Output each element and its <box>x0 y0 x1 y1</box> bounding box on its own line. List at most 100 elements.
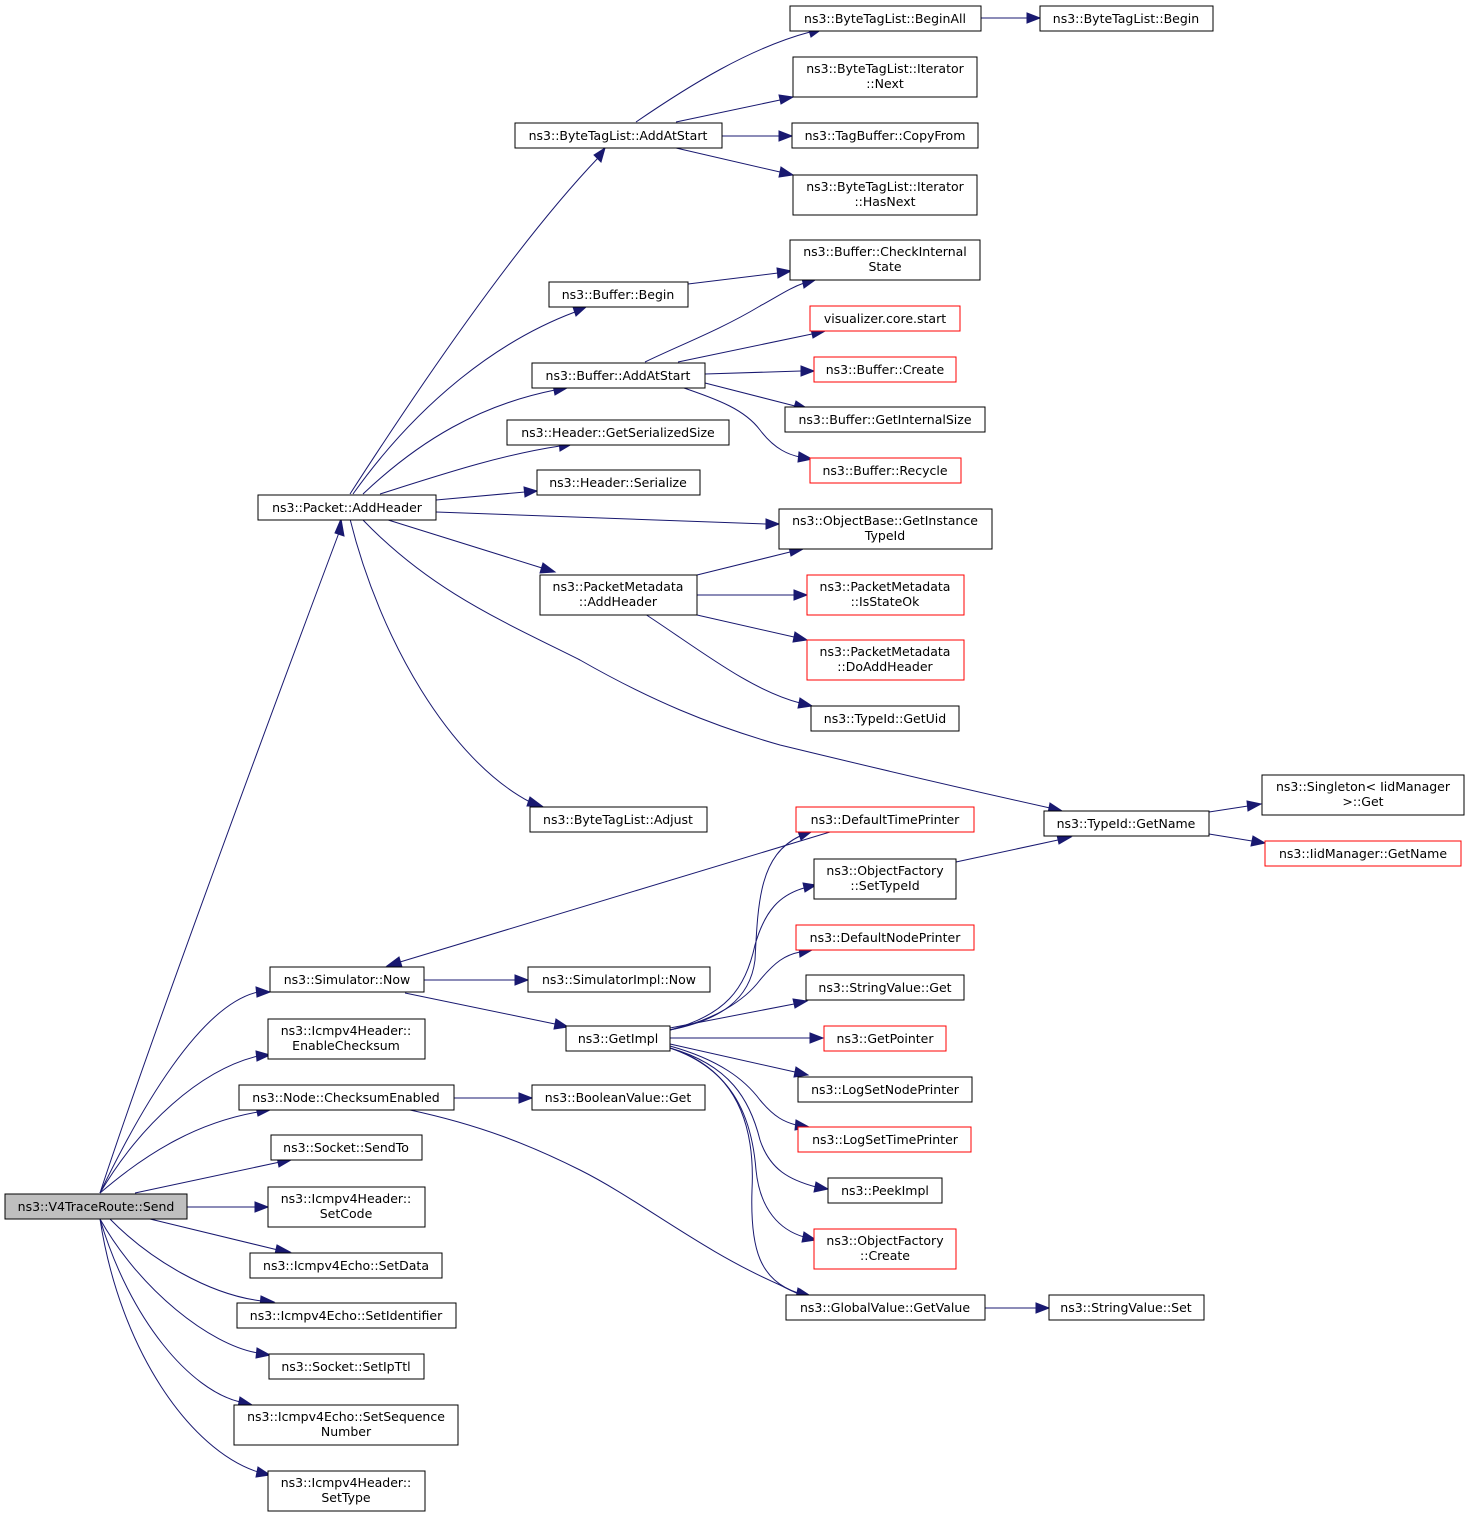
edge-btladdatstart-iternext <box>675 99 781 123</box>
node-label: ::Next <box>866 76 904 91</box>
node-header-serialize[interactable]: ns3::Header::Serialize <box>536 469 701 496</box>
node-buffer-checkinternalstate[interactable]: ns3::Buffer::CheckInternal State <box>789 239 981 281</box>
node-label: ns3::TypeId::GetName <box>1057 816 1196 831</box>
node-stringvalue-get[interactable]: ns3::StringValue::Get <box>805 974 965 1001</box>
node-bytetaglist-addatstart[interactable]: ns3::ByteTagList::AddAtStart <box>514 122 723 149</box>
node-label: ns3::ByteTagList::Adjust <box>543 812 693 827</box>
arrowhead-btladdatstart-copyfrom <box>778 130 794 142</box>
node-box <box>267 1018 426 1060</box>
node-socket-setipttl[interactable]: ns3::Socket::SetIpTtl <box>268 1353 425 1380</box>
node-objectbase-getinstancetypeid[interactable]: ns3::ObjectBase::GetInstance TypeId <box>778 508 993 550</box>
node-icmpv4header-setcode[interactable]: ns3::Icmpv4Header:: SetCode <box>267 1186 426 1228</box>
node-label: SetType <box>321 1490 371 1505</box>
node-icmpv4echo-setsequencenumber[interactable]: ns3::Icmpv4Echo::SetSequence Number <box>233 1404 459 1446</box>
arrowhead-getimpl-ofcreate <box>801 1231 818 1243</box>
node-buffer-getinternalsize[interactable]: ns3::Buffer::GetInternalSize <box>784 406 986 433</box>
node-logsetnodeprinter[interactable]: ns3::LogSetNodePrinter <box>797 1076 973 1103</box>
node-packetmetadata-addheader[interactable]: ns3::PacketMetadata ::AddHeader <box>539 574 698 616</box>
nodes-layer: ns3::V4TraceRoute::Send ns3::Packet::Add… <box>4 5 1465 1512</box>
node-node-checksumenabled[interactable]: ns3::Node::ChecksumEnabled <box>238 1084 455 1111</box>
node-box <box>795 924 975 951</box>
arrowhead-pmaddheader-getuid <box>797 697 814 709</box>
node-visualizer-core-start[interactable]: visualizer.core.start <box>809 305 961 332</box>
node-buffer-create[interactable]: ns3::Buffer::Create <box>813 356 957 383</box>
node-label: ns3::PeekImpl <box>841 1183 929 1198</box>
edge-send-setsequence <box>99 1218 241 1403</box>
node-box <box>806 639 965 681</box>
node-icmpv4header-settype[interactable]: ns3::Icmpv4Header:: SetType <box>267 1470 426 1512</box>
node-box <box>805 974 965 1001</box>
arrowhead-send-enablechecksum <box>255 1050 272 1062</box>
node-objectfactory-settypeid[interactable]: ns3::ObjectFactory ::SetTypeId <box>813 858 957 900</box>
node-box <box>813 1228 957 1270</box>
edge-send-settype <box>99 1218 259 1473</box>
node-box <box>792 174 978 216</box>
node-box <box>506 419 730 446</box>
node-label: ns3::StringValue::Get <box>818 980 951 995</box>
edge-send-enablechecksum <box>99 1055 259 1194</box>
node-singleton-iidmanager-get[interactable]: ns3::Singleton< IidManager >::Get <box>1261 774 1465 816</box>
node-label: ns3::Buffer::CheckInternal <box>803 244 967 259</box>
node-bytetaglist-begin[interactable]: ns3::ByteTagList::Begin <box>1039 5 1214 32</box>
node-logsettimeprinter[interactable]: ns3::LogSetTimePrinter <box>797 1126 972 1153</box>
node-box <box>514 122 723 149</box>
node-box <box>527 966 711 993</box>
node-globalvalue-getvalue[interactable]: ns3::GlobalValue::GetValue <box>785 1294 986 1321</box>
node-objectfactory-create[interactable]: ns3::ObjectFactory ::Create <box>813 1228 957 1270</box>
node-bytetaglist-iterator-next[interactable]: ns3::ByteTagList::Iterator ::Next <box>792 56 978 98</box>
node-packetmetadata-isstateok[interactable]: ns3::PacketMetadata ::IsStateOk <box>806 574 965 616</box>
edge-bufaddatstart-recycle <box>677 385 801 458</box>
arrowhead-getimpl-logsetnodeprinter <box>793 1066 810 1078</box>
node-header-getserializedsize[interactable]: ns3::Header::GetSerializedSize <box>506 419 730 446</box>
node-box <box>806 574 965 616</box>
node-getimpl[interactable]: ns3::GetImpl <box>565 1025 671 1052</box>
edge-getimpl-peekimpl <box>669 1047 817 1188</box>
node-simulatorimpl-now[interactable]: ns3::SimulatorImpl::Now <box>527 966 711 993</box>
node-simulator-now[interactable]: ns3::Simulator::Now <box>269 966 425 993</box>
node-packetmetadata-doaddheader[interactable]: ns3::PacketMetadata ::DoAddHeader <box>806 639 965 681</box>
node-buffer-begin[interactable]: ns3::Buffer::Begin <box>548 281 689 308</box>
node-box <box>1039 5 1214 32</box>
node-icmpv4header-enablechecksum[interactable]: ns3::Icmpv4Header:: EnableChecksum <box>267 1018 426 1060</box>
node-box <box>791 122 979 149</box>
edge-addheader-typeidgetname <box>361 518 1051 809</box>
node-label: ns3::Socket::SendTo <box>283 1140 409 1155</box>
node-label: ns3::Buffer::AddAtStart <box>546 368 691 383</box>
node-box <box>267 1186 426 1228</box>
node-bytetaglist-beginall[interactable]: ns3::ByteTagList::BeginAll <box>789 5 982 32</box>
edge-typeidgetname-singletonget <box>1208 805 1249 813</box>
node-icmpv4echo-setidentifier[interactable]: ns3::Icmpv4Echo::SetIdentifier <box>236 1302 457 1329</box>
node-defaulttimeprinter[interactable]: ns3::DefaultTimePrinter <box>795 806 975 833</box>
edge-pmaddheader-getinstancetypeid <box>696 551 791 576</box>
node-bytetaglist-iterator-hasnext[interactable]: ns3::ByteTagList::Iterator ::HasNext <box>792 174 978 216</box>
node-box <box>531 1084 706 1111</box>
node-socket-sendto[interactable]: ns3::Socket::SendTo <box>270 1134 423 1161</box>
node-getpointer[interactable]: ns3::GetPointer <box>823 1025 947 1052</box>
node-booleanvalue-get[interactable]: ns3::BooleanValue::Get <box>531 1084 706 1111</box>
node-typeid-getuid[interactable]: ns3::TypeId::GetUid <box>810 705 960 732</box>
node-buffer-addatstart[interactable]: ns3::Buffer::AddAtStart <box>531 362 706 389</box>
node-typeid-getname[interactable]: ns3::TypeId::GetName <box>1043 810 1210 837</box>
node-tagbuffer-copyfrom[interactable]: ns3::TagBuffer::CopyFrom <box>791 122 979 149</box>
node-bytetaglist-adjust[interactable]: ns3::ByteTagList::Adjust <box>529 806 708 833</box>
node-stringvalue-set[interactable]: ns3::StringValue::Set <box>1048 1294 1205 1321</box>
node-peekimpl[interactable]: ns3::PeekImpl <box>827 1177 943 1204</box>
arrowhead-beginall-begin <box>1026 12 1042 24</box>
node-box <box>565 1025 671 1052</box>
node-defaultnodeprinter[interactable]: ns3::DefaultNodePrinter <box>795 924 975 951</box>
node-label: ns3::ByteTagList::BeginAll <box>804 11 966 26</box>
node-box <box>236 1302 457 1329</box>
node-label: EnableChecksum <box>292 1038 400 1053</box>
node-label: TypeId <box>864 528 905 543</box>
node-iidmanager-getname[interactable]: ns3::IidManager::GetName <box>1264 840 1462 867</box>
node-icmpv4echo-setdata[interactable]: ns3::Icmpv4Echo::SetData <box>249 1252 443 1279</box>
node-label: ns3::Socket::SetIpTtl <box>281 1359 410 1374</box>
node-label: ns3::Simulator::Now <box>284 972 411 987</box>
node-box <box>548 281 689 308</box>
node-label: ::IsStateOk <box>851 594 921 609</box>
node-buffer-recycle[interactable]: ns3::Buffer::Recycle <box>809 457 962 484</box>
node-packet-addheader[interactable]: ns3::Packet::AddHeader <box>257 494 437 521</box>
node-box <box>233 1404 459 1446</box>
node-v4traceroute-send[interactable]: ns3::V4TraceRoute::Send <box>4 1193 188 1220</box>
edge-bufaddatstart-checkinternal <box>644 282 805 363</box>
